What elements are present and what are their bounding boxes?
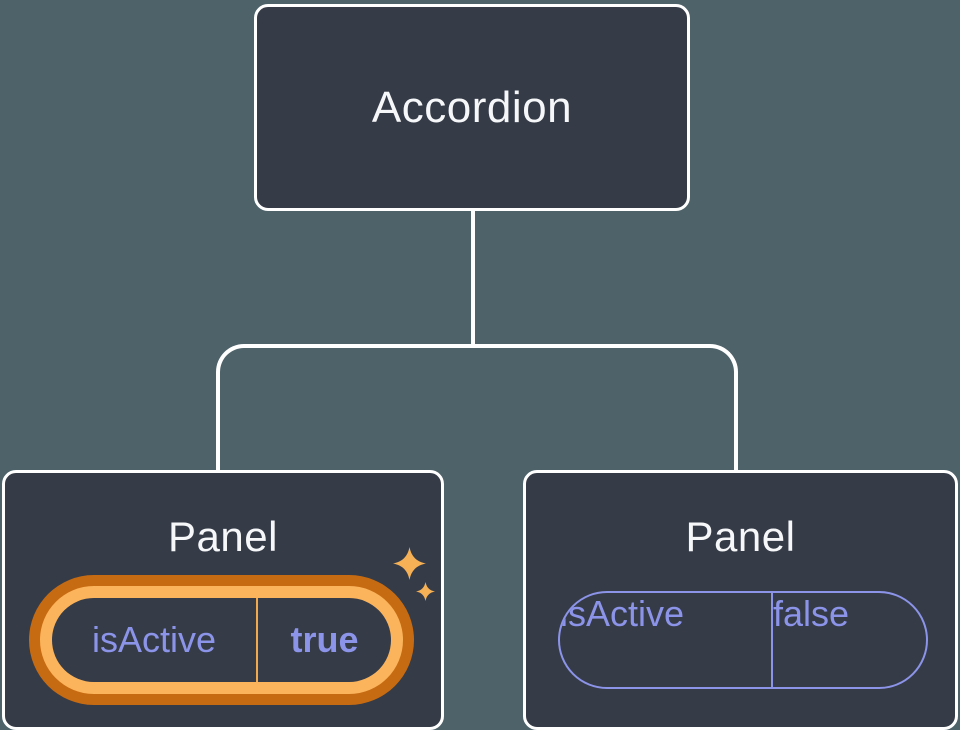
state-pill-highlighted: isActive true — [29, 575, 414, 705]
connector-branch — [216, 344, 738, 470]
sparkle-icon — [393, 547, 426, 580]
state-value: false — [773, 593, 850, 634]
panel-node-inactive: Panel isActive false — [523, 470, 958, 730]
connector-stem — [471, 208, 475, 348]
pill-divider — [256, 598, 258, 682]
state-value: true — [290, 619, 359, 660]
page-background-strip — [0, 730, 960, 734]
accordion-node: Accordion — [254, 4, 690, 211]
state-pill-plain: isActive false — [558, 591, 928, 689]
state-pill-core: isActive true — [52, 598, 391, 682]
panel-label: Panel — [168, 513, 278, 560]
panel-node-active: Panel isActive true — [2, 470, 444, 730]
panel-label: Panel — [685, 513, 796, 560]
state-pill-gold-ring: isActive true — [40, 586, 403, 694]
state-key: isActive — [91, 619, 217, 660]
pill-divider — [771, 593, 773, 687]
state-key: isActive — [560, 593, 685, 634]
accordion-label: Accordion — [371, 82, 573, 132]
sparkle-icon-small — [416, 582, 435, 601]
